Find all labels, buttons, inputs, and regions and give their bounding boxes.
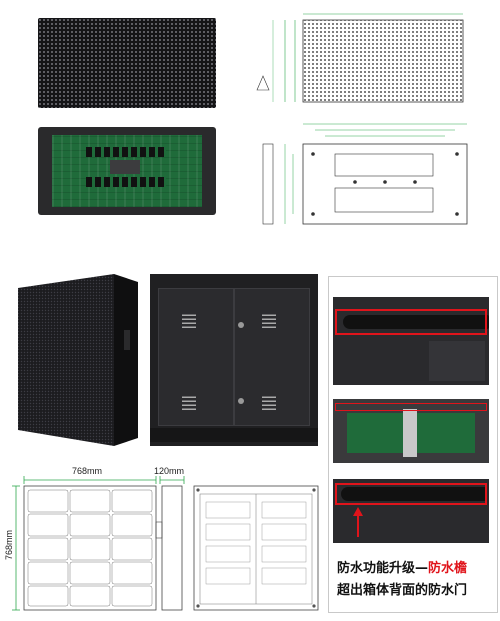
vent-slots <box>182 394 196 410</box>
lock-icon <box>238 322 244 328</box>
interior-pcb-left <box>347 413 403 453</box>
module-back-drawing <box>262 123 468 225</box>
pcb-connector <box>110 160 140 174</box>
highlight-box <box>335 483 487 505</box>
highlight-box <box>335 309 487 335</box>
cabinet-front-photo <box>18 274 138 446</box>
cabinet-rear-door <box>429 341 485 381</box>
waterproof-eave-photo-2 <box>333 479 489 543</box>
cabinet-back-base <box>150 428 318 442</box>
dimension-width-label: 768mm <box>72 466 103 476</box>
vent-slots <box>262 394 276 410</box>
highlight-box <box>335 403 487 411</box>
dimension-depth-label: 120mm <box>154 466 185 476</box>
arrow-stem <box>357 515 359 537</box>
eave-bar <box>343 315 489 329</box>
cabinet-back-door-left <box>158 288 234 426</box>
pcb-chip-row <box>86 147 166 157</box>
cabinet-interior-photo <box>333 399 489 463</box>
vent-slots <box>182 312 196 328</box>
caption-line-2: 超出箱体背面的防水门 <box>337 583 468 598</box>
waterproof-feature-panel: 防水功能升级—防水檐 超出箱体背面的防水门 <box>328 276 498 613</box>
arrow-up-icon <box>353 507 363 516</box>
vent-slots <box>262 312 276 328</box>
waterproof-eave-photo-1 <box>333 297 489 385</box>
pcb-chip-row-2 <box>86 177 166 187</box>
interior-cable <box>403 409 417 457</box>
caption-highlight: 防水檐 <box>428 561 468 576</box>
cabinet-back-photo <box>150 274 318 446</box>
interior-pcb-right <box>417 413 475 453</box>
led-module-front-photo <box>38 18 216 108</box>
cabinet-dimension-drawing <box>12 476 319 611</box>
lock-icon <box>238 398 244 404</box>
eave-bar <box>341 487 487 501</box>
led-module-back-photo <box>38 127 216 215</box>
caption-line-1: 防水功能升级—防水檐 <box>337 561 468 576</box>
module-front-drawing <box>256 13 464 103</box>
